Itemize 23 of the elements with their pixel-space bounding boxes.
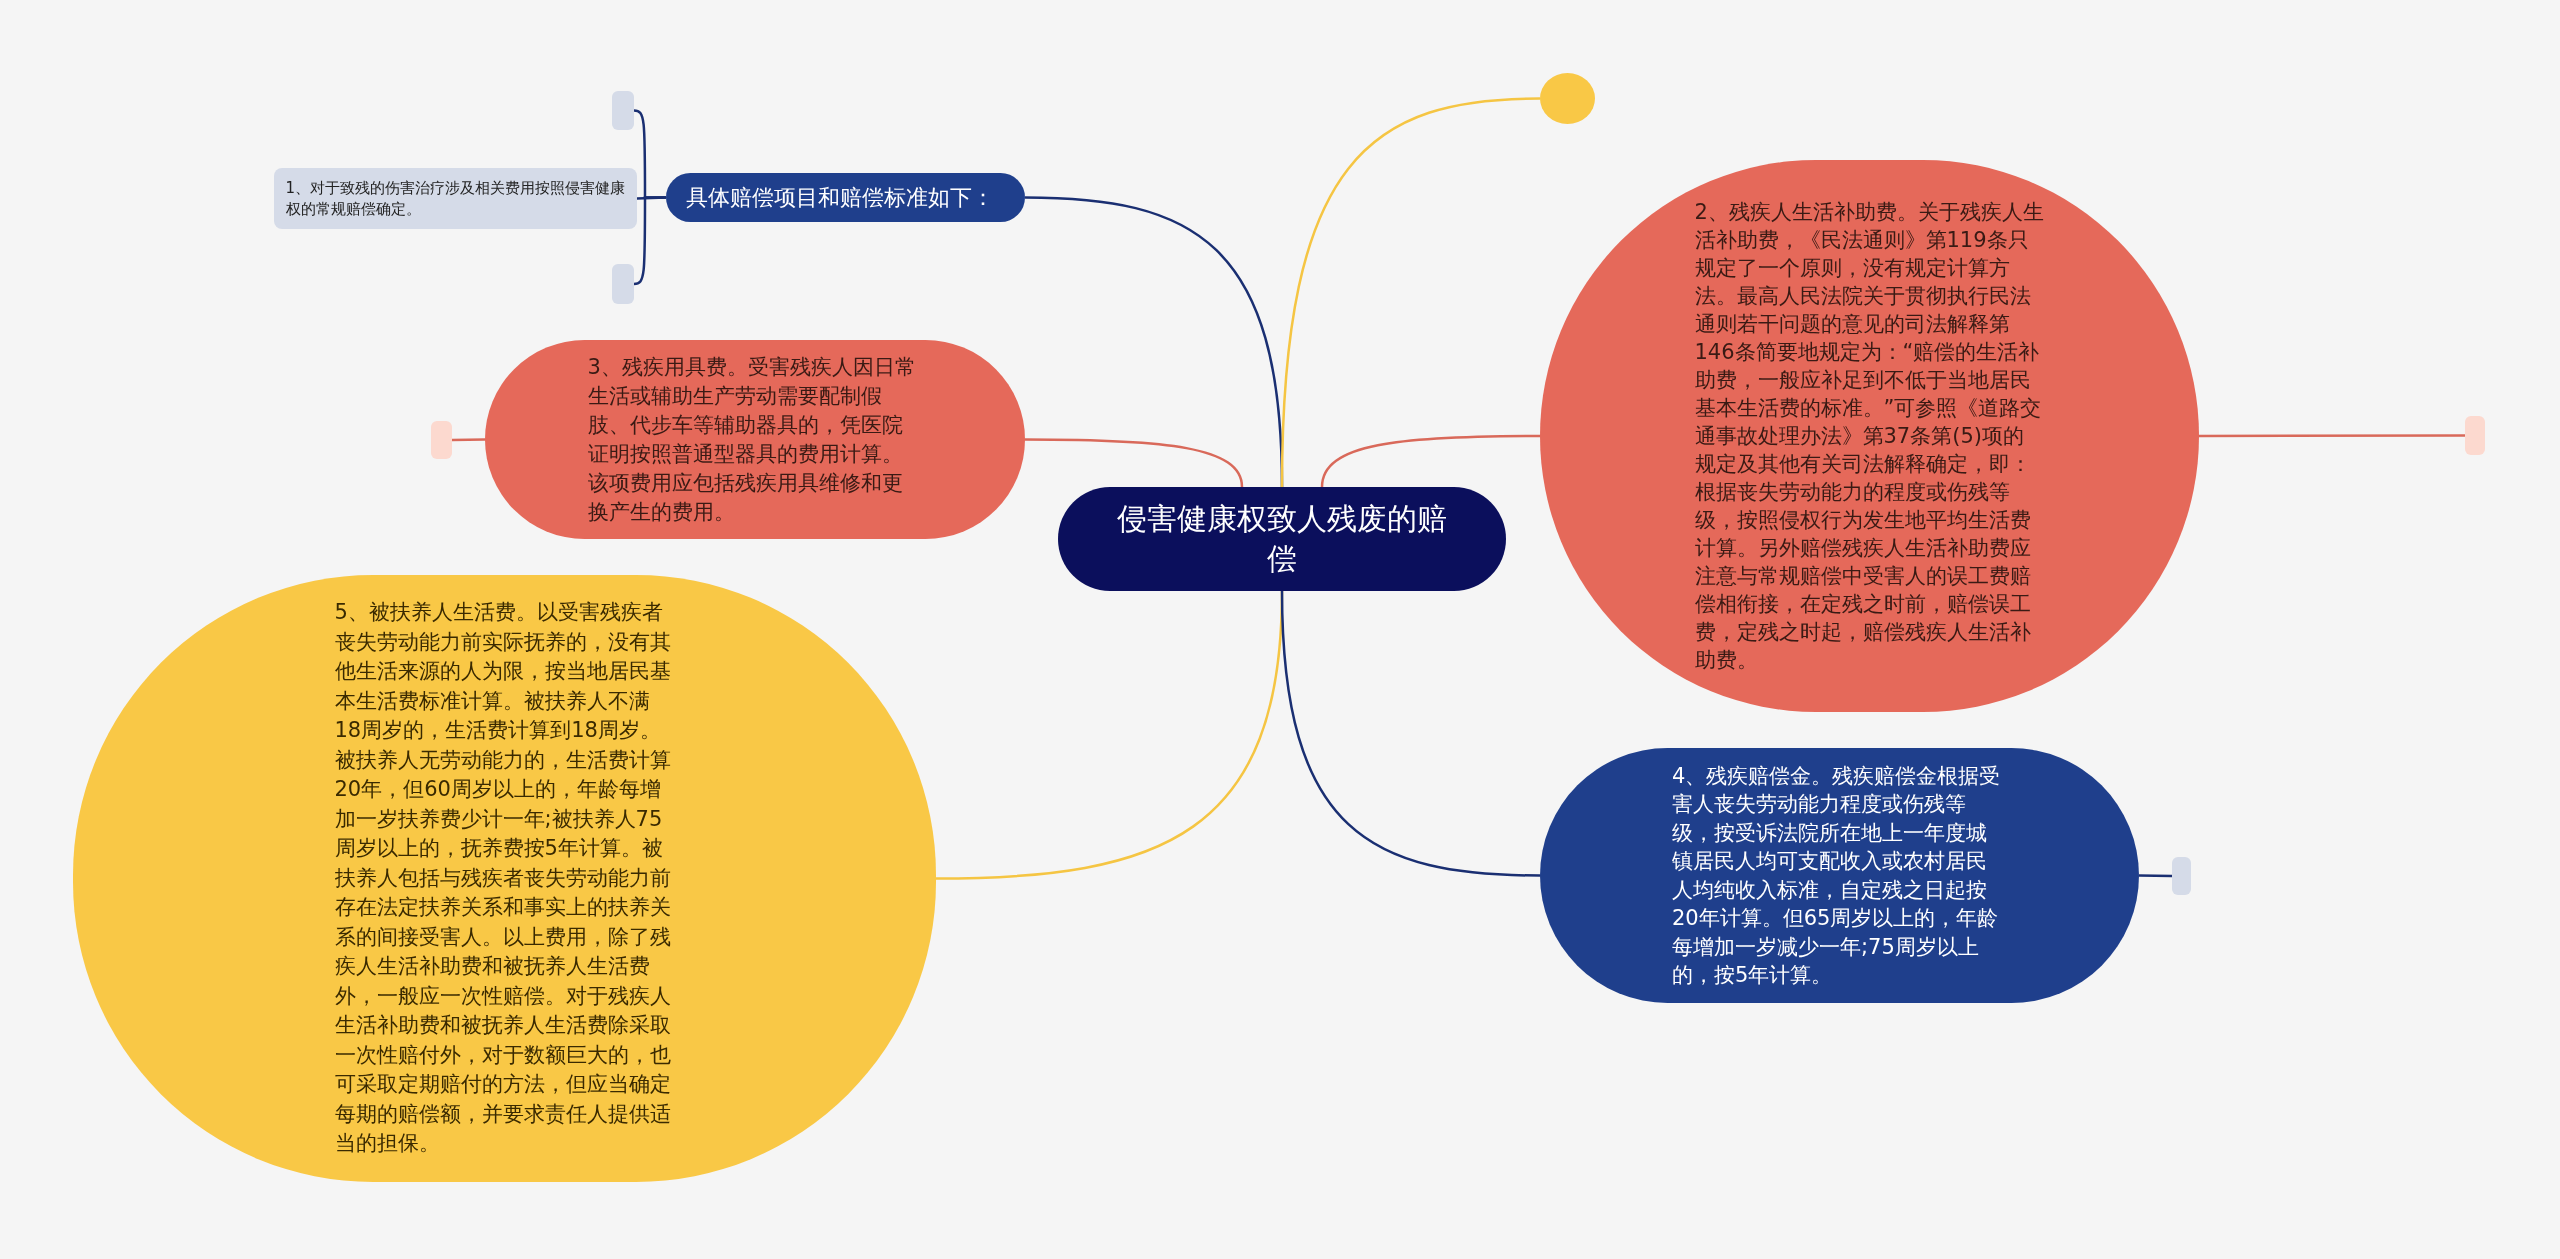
empty-tag [612,91,634,130]
node-text: 具体赔偿项目和赔偿标准如下： [685,183,995,212]
empty-tag [2465,416,2485,455]
note-box [274,168,637,229]
topic-text: 侵害健康权致人残废的赔偿 [1117,500,1447,578]
branch-pill [666,173,1025,222]
connector [2199,434,2465,438]
connector [633,196,666,286]
dot [1540,73,1595,124]
empty-tag [2172,857,2191,895]
empty-tag [612,264,634,304]
empty-tag [431,421,452,459]
node-text: 3、残疾用具费。受害残疾人因日常生活或辅助生产劳动需要配制假肢、代步车等辅助器具的，凭医院证明按照普通型器具的费用计算。该项费用应包括残疾用具维修和更换产生的费用。 [587,353,917,526]
connector [1280,590,1541,877]
connector [452,438,485,442]
connector [2139,874,2172,878]
node-text: 2、残疾人生活补助费。关于残疾人生活补助费，《民法通则》第119条只规定了一个原则，没有规定计算方法。最高人民法院关于贯彻执行民法通则若干问题的意见的司法解释第146条简要地规定为：“赔偿的生活补助费，一般应补足到不低于当地居民基本生活费的标准。”可参照《道路交通事故处理办法》第37条第(5)项的规定及其他有关司法解释确定，即：根据丧失劳动能力的程度或伤残等级，按照侵权行为发生地平均生活费计算。另外赔偿残疾人生活补助费应注意与常规赔偿中受害人的误工费赔偿相衔接，在定残之时前，赔偿误工费，定残之时起，赔偿残疾人生活补助费。 [1694,199,2045,674]
connector [1320,434,1540,488]
connector [1280,97,1541,488]
node-text: 4、残疾赔偿金。残疾赔偿金根据受害人丧失劳动能力程度或伤残等级，按受诉法院所在地上一年度城镇居民人均可支配收入或农村居民人均纯收入标准，自定残之日起按20年计算。但65周岁以上的，年龄每增加一岁减少一年;75周岁以上的，按5年计算。 [1672,762,2002,989]
node-text: 1、对于致残的伤害治疗涉及相关费用按照侵害健康权的常规赔偿确定。 [285,177,626,220]
node-text: 5、被扶养人生活费。以受害残疾者丧失劳动能力前实际抚养的，没有其他生活来源的人为限，按当地居民基本生活费标准计算。被扶养人不满18周岁的，生活费计算到18周岁。被扶养人无劳动能力的，生活费计算20年，但60周岁以上的，年龄每增加一岁扶养费少计一年;被扶养人75周岁以上的，抚养费按5年计算。被扶养人包括与残疾者丧失劳动能力前存在法定扶养关系和事实上的扶养关系的间接受害人。以上费用，除了残疾人生活补助费和被抚养人生活费外，一般应一次性赔偿。对于残疾人生活补助费和被抚养人生活费除采取一次性赔付外，对于数额巨大的，也可采取定期赔付的方法，但应当确定每期的赔偿额，并要求责任人提供适当的担保。 [334,599,672,1158]
connector [1025,438,1244,488]
